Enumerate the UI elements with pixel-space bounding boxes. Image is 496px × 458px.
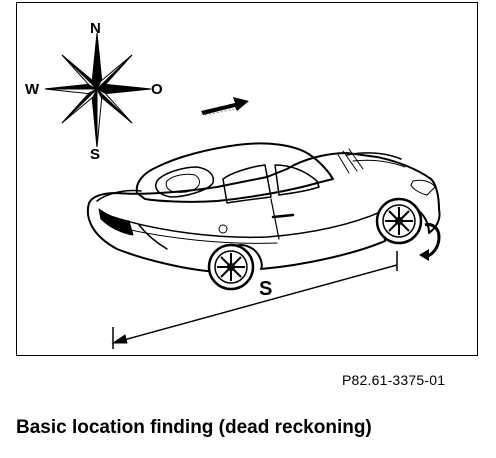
compass-east-label: O — [151, 81, 163, 98]
front-wheel — [375, 197, 423, 245]
distance-arrow-icon — [111, 251, 398, 349]
diagram-frame: N S W O — [16, 2, 478, 356]
car-illustration — [86, 142, 441, 272]
direction-arrow-icon — [201, 97, 249, 116]
figure-caption: Basic location finding (dead reckoning) — [16, 417, 372, 438]
compass-north-label: N — [90, 20, 101, 37]
diagram-canvas: N S W O — [25, 20, 441, 349]
wheel-rotation-arrow-icon — [419, 223, 441, 261]
compass-west-label: W — [25, 81, 40, 98]
compass-south-label: S — [90, 146, 100, 163]
distance-label: S — [259, 278, 272, 300]
figure-id: P82.61-3375-01 — [342, 372, 446, 388]
compass-rose-icon — [44, 32, 152, 148]
rear-wheel — [207, 243, 255, 291]
